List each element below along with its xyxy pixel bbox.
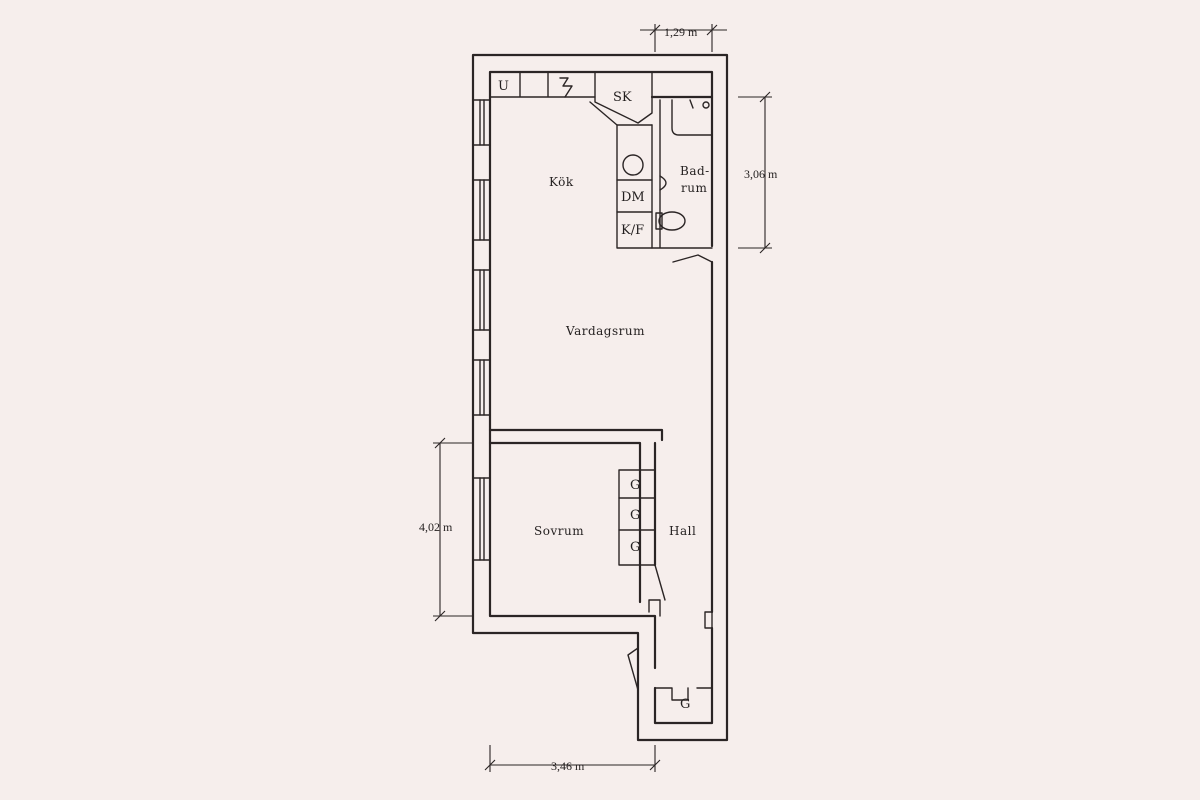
room-label-bathroom-2: rum: [681, 181, 707, 195]
dimension-lines: [433, 24, 772, 772]
windows: [472, 99, 491, 561]
room-label-kitchen: Kök: [549, 175, 574, 189]
room-label-bathroom-1: Bad-: [680, 164, 710, 178]
sink-icon: [622, 154, 644, 176]
dimension-bedroom-height: 4,02 m: [419, 520, 453, 534]
toilet-icon: [658, 211, 686, 231]
shower-icon: [702, 101, 710, 109]
dimension-top-width: 1,29 m: [664, 25, 698, 39]
bathroom: [650, 95, 714, 263]
washbasin-icon: [659, 175, 667, 191]
outer-walls: [471, 53, 729, 742]
room-label-living-room: Vardagsrum: [565, 324, 645, 338]
fixture-label-closet: SK: [613, 90, 632, 105]
fixture-label-utility: U: [498, 79, 509, 94]
fixture-label-wardrobe-1: G: [630, 478, 640, 493]
kitchen-counter: [489, 71, 653, 249]
interior-walls: [488, 428, 713, 701]
fixture-label-fridge: K/F: [621, 223, 644, 238]
fixture-label-dishwasher: DM: [621, 190, 645, 205]
fixture-label-wardrobe-3: G: [630, 540, 640, 555]
fixture-label-wardrobe-2: G: [630, 508, 640, 523]
room-label-bedroom: Sovrum: [534, 524, 584, 538]
room-label-hall: Hall: [669, 524, 696, 538]
fixture-label-wardrobe-hall: G: [680, 697, 690, 712]
dimension-bathroom-height: 3,06 m: [744, 167, 778, 181]
dimension-bottom-width: 3,46 m: [551, 759, 585, 773]
